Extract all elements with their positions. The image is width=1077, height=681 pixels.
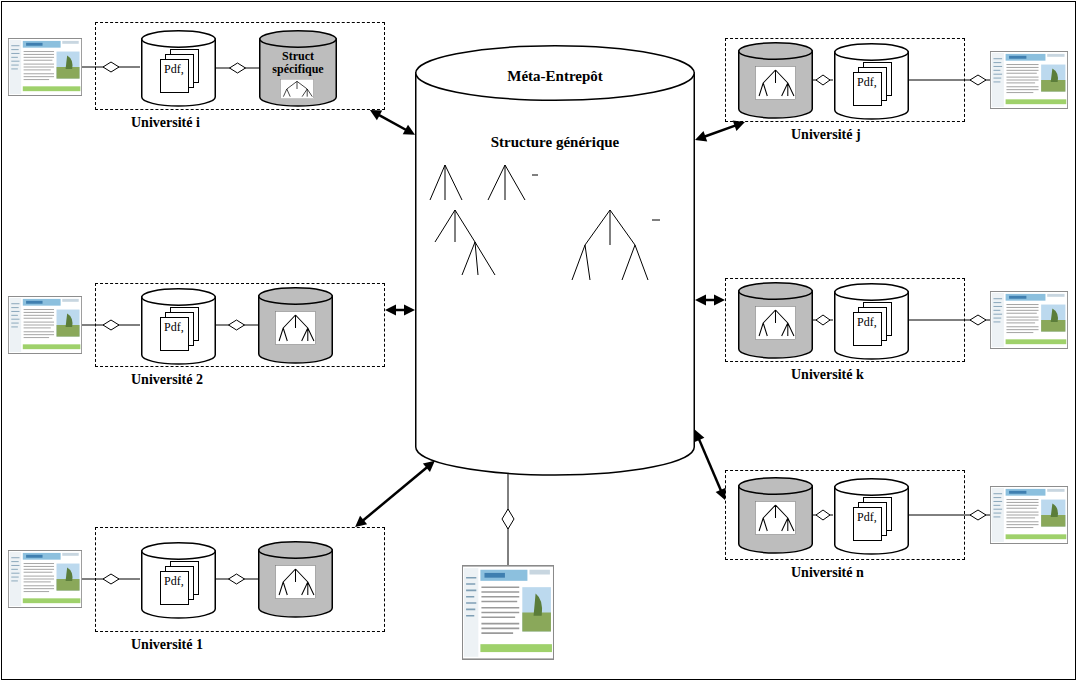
- connector-line: [378, 114, 407, 130]
- arrow-head: [370, 110, 382, 120]
- cylinder-top: [142, 31, 216, 48]
- university-box: Université iPdf,Struct spécifique: [95, 22, 385, 110]
- university-box: Université nPdf,: [725, 470, 965, 560]
- arrow-head: [385, 304, 396, 315]
- connector-line: [362, 467, 428, 522]
- web-page-screenshot: [990, 291, 1067, 348]
- warehouse-subtitle: Structure générique: [415, 133, 695, 151]
- arrow-head: [733, 121, 745, 131]
- university-label: Université 1: [131, 637, 203, 653]
- link-diamond: [229, 320, 245, 330]
- university-label: Université k: [791, 367, 864, 383]
- link-diamond: [103, 62, 119, 72]
- link-diamond: [103, 320, 119, 330]
- structure-cylinder: Struct spécifique: [259, 30, 337, 106]
- university-label: Université j: [791, 127, 861, 143]
- link-diamond: [816, 315, 830, 325]
- structure-cylinder: [739, 43, 813, 118]
- structure-cylinder: [739, 478, 813, 553]
- cylinder-outline: [415, 45, 695, 475]
- cylinder-top: [835, 479, 909, 496]
- document-label: Pdf,: [164, 320, 184, 334]
- document-label: Pdf,: [857, 510, 877, 524]
- cylinder-top: [416, 46, 695, 101]
- cylinder-top: [142, 289, 216, 306]
- bidirectional-arrow: [694, 430, 725, 500]
- arrow-head: [695, 131, 707, 141]
- link-diamond: [816, 510, 830, 520]
- university-box: Université kPdf,: [725, 278, 965, 362]
- cylinder-body: [835, 52, 909, 119]
- cylinder-top: [835, 44, 909, 61]
- link-diamond: [103, 574, 119, 584]
- link-diamond: [229, 574, 245, 584]
- pdf-store-cylinder: Pdf,: [141, 288, 216, 364]
- university-label: Université 2: [131, 372, 203, 388]
- pdf-store-cylinder: Pdf,: [834, 478, 909, 554]
- bidirectional-arrow: [355, 461, 435, 527]
- document-label: Pdf,: [164, 62, 184, 76]
- pdf-store-cylinder: Pdf,: [141, 30, 216, 106]
- cylinder-body: [416, 73, 695, 475]
- cylinder-top: [142, 543, 216, 560]
- web-page-screenshot: [8, 38, 81, 95]
- arrow-head: [403, 125, 415, 135]
- university-box: Université 1Pdf,: [95, 527, 385, 632]
- cylinder-body: [835, 292, 909, 359]
- arrow-head: [423, 461, 435, 472]
- cylinder-body: [142, 39, 216, 106]
- bidirectional-arrow: [695, 294, 725, 305]
- structure-cylinder: [259, 542, 333, 617]
- university-box: Université jPdf,: [725, 38, 965, 122]
- link-line: [82, 67, 990, 579]
- cylinder-body: [142, 551, 216, 618]
- document-label: Pdf,: [164, 574, 184, 588]
- cylinder-top: [835, 284, 909, 301]
- meta-warehouse-cylinder: Méta-EntrepôtStructure générique: [415, 45, 695, 475]
- structure-cylinder: [259, 288, 333, 363]
- bidirectional-arrow: [695, 121, 745, 142]
- pdf-store-cylinder: Pdf,: [834, 43, 909, 119]
- connector-line: [703, 125, 736, 137]
- structure-cylinder: [739, 283, 813, 358]
- bidirectional-arrow: [370, 110, 415, 135]
- university-label: Université i: [131, 115, 200, 131]
- arrow-head: [714, 295, 725, 306]
- arrow-head: [355, 516, 367, 527]
- link-diamond: [970, 75, 986, 85]
- document-label: Pdf,: [857, 75, 877, 89]
- web-page-screenshot: [8, 296, 81, 353]
- link-diamond: [970, 315, 986, 325]
- arrow-head: [404, 304, 415, 315]
- cylinder-body: [260, 39, 337, 106]
- link-diamond: [816, 75, 830, 85]
- university-box: Université 2Pdf,: [95, 283, 385, 367]
- web-page-screenshot: [990, 486, 1067, 543]
- pdf-store-cylinder: Pdf,: [141, 542, 216, 618]
- cylinder-body: [142, 297, 216, 364]
- link-diamond: [502, 509, 514, 529]
- link-diamonds: [103, 62, 986, 584]
- link-line: [216, 63, 259, 73]
- web-page-screenshot: [8, 550, 81, 607]
- link-diamond: [230, 63, 246, 73]
- pdf-store-cylinder: Pdf,: [834, 283, 909, 359]
- link-diamond: [970, 510, 986, 520]
- connector-line: [699, 438, 722, 492]
- arrow-head: [694, 430, 704, 442]
- bidirectional-arrow: [385, 304, 415, 315]
- arrow-head: [695, 294, 706, 305]
- web-page-screenshot: [990, 51, 1067, 108]
- web-page-screenshot: [463, 566, 554, 659]
- cylinder-body: [835, 487, 909, 554]
- structure-label: Struct spécifique: [259, 50, 337, 76]
- document-label: Pdf,: [857, 315, 877, 329]
- university-label: Université n: [791, 565, 864, 581]
- warehouse-title: Méta-Entrepôt: [415, 67, 695, 85]
- cylinder-top: [260, 31, 337, 48]
